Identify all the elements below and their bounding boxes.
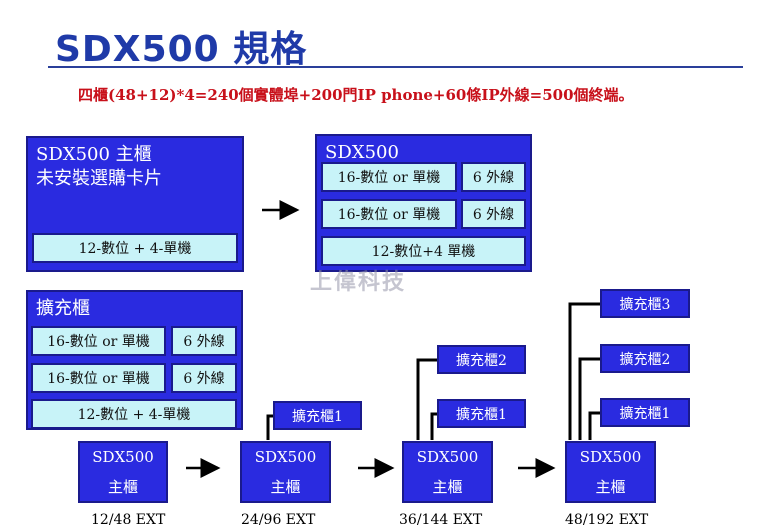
link-cfg3-exp1 — [430, 412, 438, 440]
config-2-expansion-1: 擴充櫃1 — [273, 401, 362, 430]
config-2-model: SDX500 — [254, 448, 317, 466]
config-4-main-unit: SDX500 主櫃 — [565, 441, 656, 503]
config-2-capacity: 24/96 EXT — [241, 512, 316, 528]
config-1-model: SDX500 — [92, 448, 154, 466]
page-title: SDX500 規格 — [55, 29, 308, 70]
link-cfg3-exp2 — [416, 358, 438, 440]
config-1-capacity: 12/48 EXT — [91, 512, 166, 528]
config-3-model: SDX500 — [416, 448, 479, 466]
expansion-trunk-slot-2: 6 外線 — [171, 363, 237, 393]
loaded-card-slot-1: 16-數位 or 單機 — [321, 162, 457, 192]
main-cabinet-empty: SDX500 主櫃 未安裝選購卡片 12-數位 + 4-單機 — [26, 136, 244, 272]
config-3-main-unit: SDX500 主櫃 — [402, 441, 493, 503]
expansion-card-slot-1: 16-數位 or 單機 — [31, 326, 166, 356]
expansion-card-slot-2: 16-數位 or 單機 — [31, 363, 166, 393]
config-4-label: 主櫃 — [595, 478, 626, 496]
loaded-card-slot-2: 16-數位 or 單機 — [321, 199, 457, 229]
link-cfg4-exp1 — [588, 411, 601, 440]
watermark-text: 上偉科技 — [310, 270, 407, 295]
main-cabinet-loaded: SDX500 16-數位 or 單機 6 外線 16-數位 or 單機 6 外線… — [315, 134, 532, 272]
config-1-label: 主櫃 — [107, 478, 138, 496]
capacity-formula: 四櫃(48+12)*4=240個實體埠+200門IP phone+60條IP外線… — [78, 86, 634, 104]
main-cabinet-title: SDX500 主櫃 — [36, 144, 152, 165]
config-4-model: SDX500 — [579, 448, 642, 466]
config-4-capacity: 48/192 EXT — [565, 512, 649, 528]
loaded-trunk-slot-1: 6 外線 — [461, 162, 526, 192]
main-cabinet-base-slot: 12-數位 + 4-單機 — [32, 233, 238, 263]
config-3-expansion-1: 擴充櫃1 — [437, 399, 526, 428]
link-cfg4-exp2 — [578, 357, 601, 440]
expansion-trunk-slot-1: 6 外線 — [171, 326, 237, 356]
config-3-capacity: 36/144 EXT — [399, 512, 483, 528]
link-cfg4-exp3 — [568, 302, 601, 440]
config-3-label: 主櫃 — [432, 478, 463, 496]
config-2-main-unit: SDX500 主櫃 — [240, 441, 331, 503]
loaded-cabinet-title: SDX500 — [325, 142, 399, 163]
config-2-label: 主櫃 — [270, 478, 301, 496]
config-4-expansion-1: 擴充櫃1 — [600, 398, 690, 427]
title-divider — [48, 66, 743, 68]
loaded-base-slot: 12-數位+4 單機 — [321, 236, 526, 266]
config-4-expansion-2: 擴充櫃2 — [600, 344, 690, 373]
config-3-expansion-2: 擴充櫃2 — [437, 345, 526, 374]
expansion-cabinet-title: 擴充櫃 — [36, 298, 90, 319]
expansion-cabinet: 擴充櫃 16-數位 or 單機 6 外線 16-數位 or 單機 6 外線 12… — [26, 290, 243, 430]
link-cfg2-exp1 — [266, 414, 274, 440]
config-4-expansion-3: 擴充櫃3 — [600, 289, 690, 318]
loaded-trunk-slot-2: 6 外線 — [461, 199, 526, 229]
main-cabinet-note: 未安裝選購卡片 — [36, 168, 162, 189]
expansion-base-slot: 12-數位 + 4-單機 — [31, 399, 237, 429]
config-1-main-unit: SDX500 主櫃 — [78, 441, 168, 503]
